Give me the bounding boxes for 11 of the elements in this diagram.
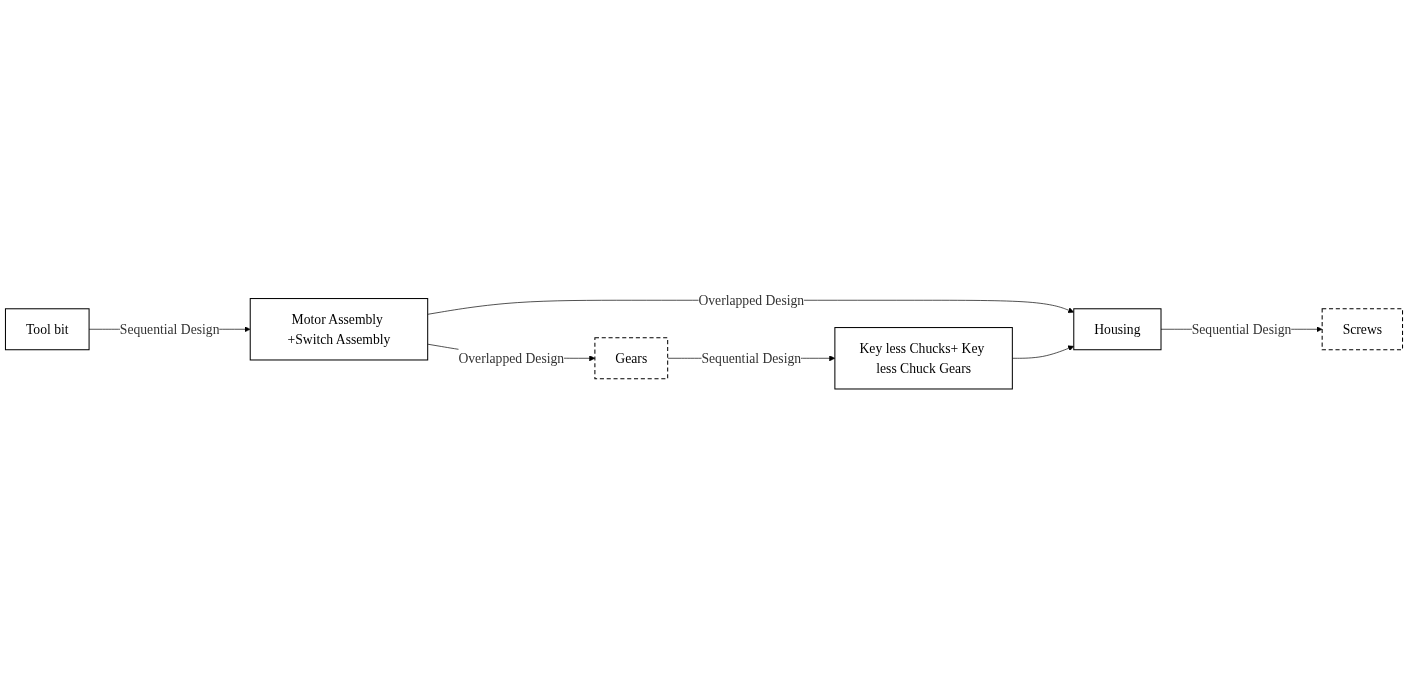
node-box: Motor Assembly +Switch Assembly <box>249 298 429 361</box>
edge-label: Sequential Design <box>701 350 802 366</box>
node-box: Key less Chucks+ Key less Chuck Gears <box>834 327 1013 390</box>
edge-label: Overlapped Design <box>698 292 805 308</box>
node-box: Housing <box>1073 308 1162 351</box>
edge-label: Sequential Design <box>1191 321 1292 337</box>
edge-label: Overlapped Design <box>458 350 565 366</box>
node-box: Screws <box>1321 308 1404 351</box>
node-box: Tool bit <box>4 308 90 351</box>
node-box: Gears <box>594 337 669 380</box>
edge-label: Sequential Design <box>119 321 220 337</box>
